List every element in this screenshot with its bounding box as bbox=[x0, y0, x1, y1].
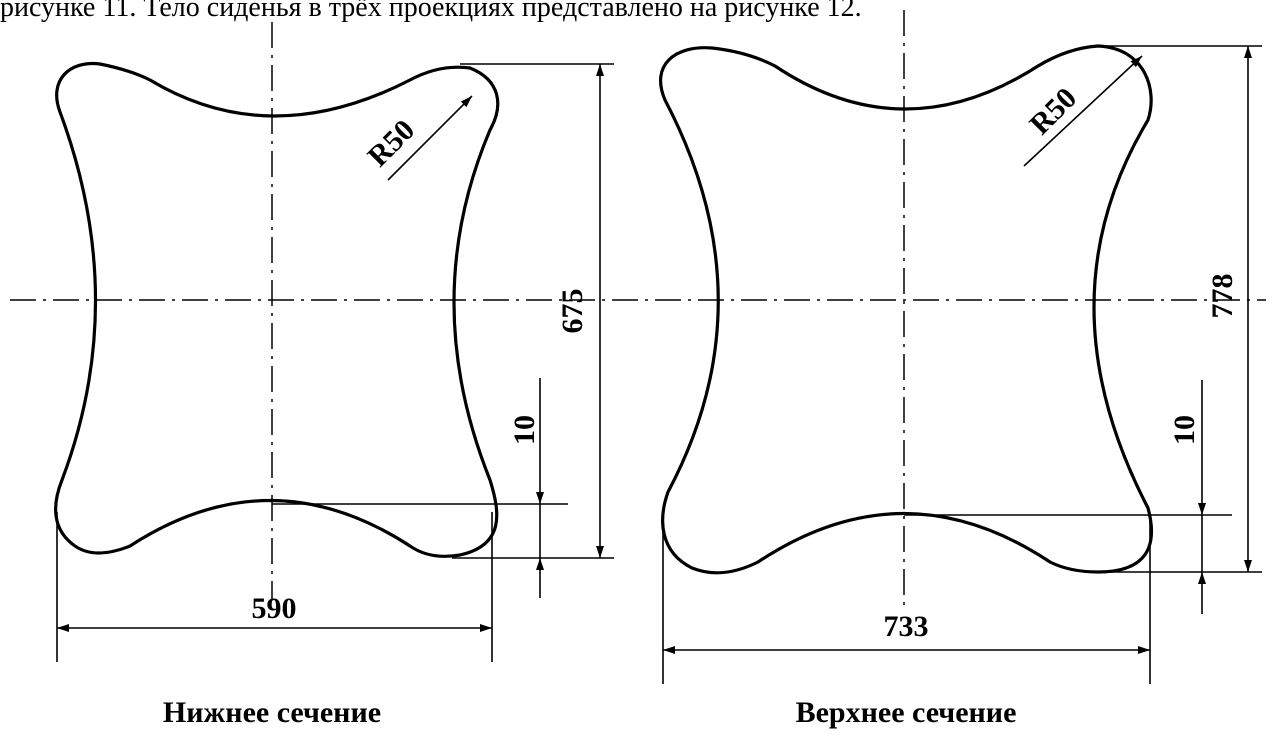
upper-radius-leader bbox=[1023, 55, 1143, 167]
upper-offset-label: 10 bbox=[1168, 415, 1201, 445]
lower-width-label: 590 bbox=[252, 592, 297, 625]
upper-radius-label: R50 bbox=[1023, 81, 1083, 141]
upper-height-label: 778 bbox=[1206, 274, 1239, 319]
lower-radius-label: R50 bbox=[361, 113, 421, 173]
lower-radius-leader bbox=[387, 95, 473, 181]
lower-section-drawing: R50 675 10 590 Нижнее сечение bbox=[54, 22, 614, 729]
upper-width-label: 733 bbox=[884, 610, 929, 643]
lower-section-outline bbox=[54, 61, 500, 558]
lower-height-label: 675 bbox=[556, 289, 589, 334]
lower-section-caption: Нижнее сечение bbox=[163, 696, 381, 729]
upper-section-caption: Верхнее сечение bbox=[796, 696, 1017, 729]
lower-offset-label: 10 bbox=[508, 415, 541, 445]
header-text: рисунке 11. Тело сиденья в трёх проекция… bbox=[0, 0, 862, 23]
upper-section-drawing: R50 778 10 733 Верхнее сечение bbox=[659, 10, 1262, 729]
upper-section-outline bbox=[659, 44, 1153, 575]
